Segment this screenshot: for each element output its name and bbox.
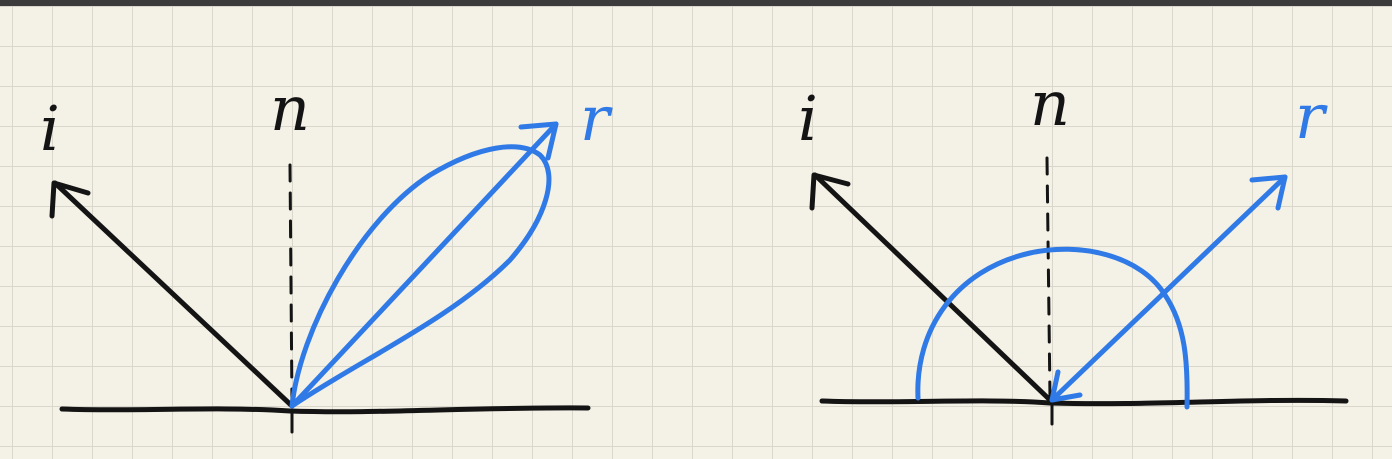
diagram-diffuse: i n r <box>798 67 1349 426</box>
label-normal: n <box>270 72 310 145</box>
label-reflected: r <box>580 82 613 155</box>
label-incident: i <box>798 82 818 155</box>
normal-line <box>288 163 294 407</box>
incident-arrowhead <box>49 180 91 219</box>
surface-line <box>59 405 591 415</box>
incoming-arrowhead <box>1049 369 1083 403</box>
diffuse-hemisphere <box>915 246 1190 410</box>
label-normal: n <box>1030 67 1070 140</box>
reflected-arrowhead <box>518 121 559 161</box>
incident-arrowhead <box>809 172 851 211</box>
label-incident: i <box>40 92 60 165</box>
specular-lobe <box>289 144 552 409</box>
reflected-ray <box>289 121 559 409</box>
label-reflected: r <box>1295 80 1328 153</box>
incident-ray <box>812 172 1053 403</box>
reflected-ray <box>1049 174 1288 403</box>
normal-line <box>1045 156 1052 400</box>
reflected-arrowhead <box>1249 174 1288 211</box>
window-top-bar <box>0 0 1392 6</box>
incident-ray <box>52 180 295 409</box>
diagram-specular: i n r <box>40 72 613 434</box>
surface-line <box>819 397 1349 407</box>
